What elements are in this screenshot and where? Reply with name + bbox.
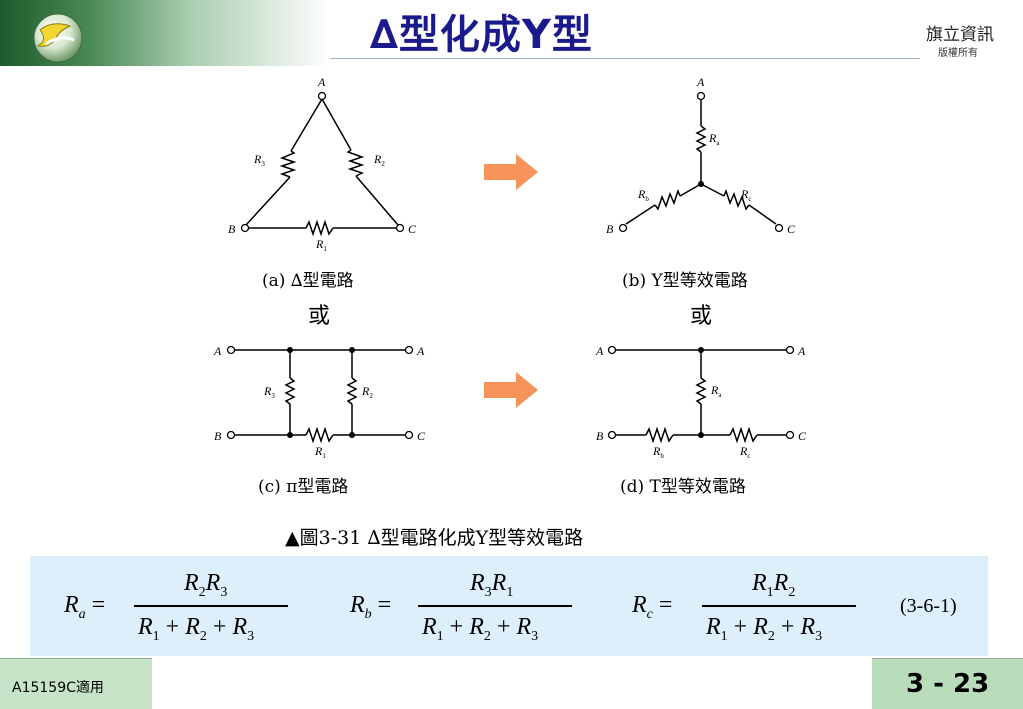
terminal-c [404,430,414,440]
node-label-b: B [606,222,614,236]
footer-page-tab: 3 - 23 [872,658,1023,709]
resistor-label-r1: R1 [315,237,327,253]
resistor-label-rc: Rc [739,444,750,460]
t-circuit [615,349,787,444]
or-label: 或 [308,304,330,329]
figure-caption: ▲圖3-31 ∆型電路化成Y型等效電路 [285,527,583,549]
terminal-a [317,91,327,101]
caption-delta: (a) ∆型電路 [262,271,354,291]
node-label-b: B [214,429,222,443]
node-label-a: A [797,344,806,358]
node-label-c: C [798,429,807,443]
node-label-a: A [595,344,604,358]
arrow-shape [484,372,538,408]
junction-dot [698,181,704,187]
y-circuit [625,99,777,225]
logo-icon [33,13,83,63]
caption-t: (d) T型等效電路 [620,477,746,497]
node-label-c: C [787,222,796,236]
junction-dot [287,432,293,438]
formula-rc-numerator: R1R2 [752,570,796,600]
node-label-a: A [317,75,326,89]
publisher-name: 旗立資訊 [926,25,994,45]
junction-dot [349,347,355,353]
terminal-a [696,91,706,101]
resistor-label-r3: R3 [253,152,265,168]
resistor-label-rb: Rb [652,444,664,460]
node-label-c: C [417,429,426,443]
node-label-a: A [696,75,705,89]
transform-arrow [484,372,538,408]
equation-number: (3-6-1) [900,595,957,617]
transform-arrow [484,154,538,190]
copyright-note: 版權所有 [938,48,978,59]
formula-rc-lhs: Rc = [632,592,673,622]
formula-rc-denominator: R1 + R2 + R3 [706,614,823,644]
header-band [0,0,1023,66]
resistor-label-r2: R2 [361,384,373,400]
terminal-c [774,223,784,233]
resistor-label-rb: Rb [637,187,649,203]
formula-ra-numerator: R2R3 [184,570,228,600]
node-label-a: A [213,344,222,358]
junction-dot [349,432,355,438]
resistor-label-r1: R1 [314,444,326,460]
terminal-c [395,223,405,233]
formula-ra-denominator: R1 + R2 + R3 [138,614,255,644]
terminal-a [607,345,617,355]
junction-dot [287,347,293,353]
terminal-b [618,223,628,233]
caption-pi: (c) π型電路 [258,477,348,497]
fraction-bar [418,605,572,607]
course-label: A15159C適用 [12,680,104,696]
delta-circuit [245,98,399,237]
resistor-label-rc: Rc [740,187,751,203]
formula-rb-numerator: R3R1 [470,570,514,600]
terminal-b [226,430,236,440]
formula-rb-denominator: R1 + R2 + R3 [422,614,539,644]
terminal-a [226,345,236,355]
page-title: ∆型化成Y型 [370,12,593,58]
node-label-b: B [228,222,236,236]
or-label: 或 [690,304,712,329]
footer-course-tab: A15159C適用 [0,658,152,709]
circuit-diagram: A B C A B C A A B C A A B C R3 R2 R1 Ra … [213,75,807,549]
resistor-label-r2: R2 [373,152,385,168]
caption-y: (b) Y型等效電路 [622,271,748,291]
resistor-label-ra: Ra [710,383,722,399]
formula-rb-lhs: Rb = [350,592,392,622]
fraction-bar [134,605,288,607]
resistor-label-r3: R3 [263,384,275,400]
terminal-a [404,345,414,355]
terminal-b [607,430,617,440]
node-label-c: C [408,222,417,236]
node-label-b: B [596,429,604,443]
page-number: 3 - 23 [906,669,990,699]
header-divider [330,58,920,59]
junction-dot [698,347,704,353]
formula-ra-lhs: Ra = [64,592,106,622]
terminal-b [240,223,250,233]
resistor-label-ra: Ra [708,131,720,147]
junction-dot [698,432,704,438]
fraction-bar [702,605,856,607]
arrow-shape [484,154,538,190]
pi-circuit [234,349,406,444]
terminal-a [785,345,795,355]
node-label-a: A [416,344,425,358]
terminal-c [785,430,795,440]
